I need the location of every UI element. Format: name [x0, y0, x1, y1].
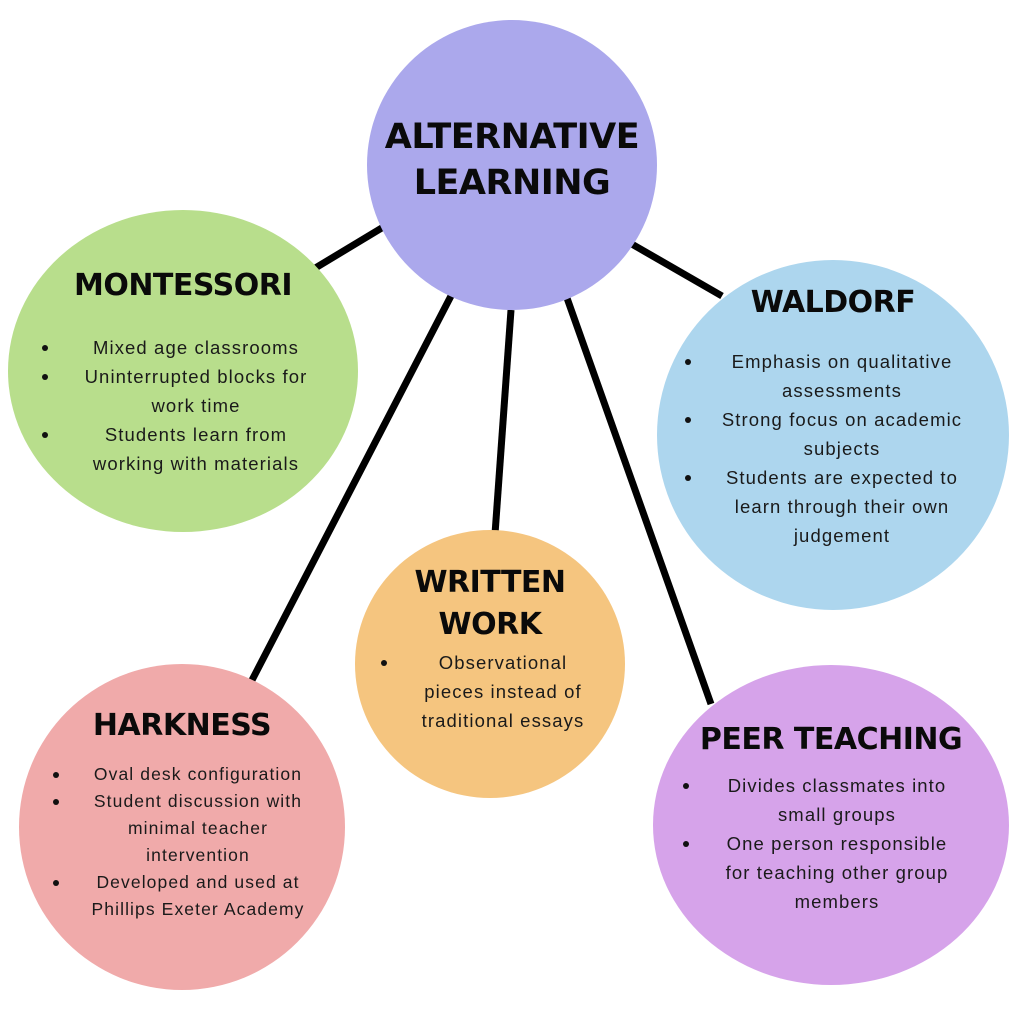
bullet-icon [53, 772, 59, 778]
harkness-bullet: Developed and used at Phillips Exeter Ac… [49, 869, 329, 923]
written-work-bullet: Observational pieces instead of traditio… [375, 648, 615, 735]
node-written-work: WRITTEN WORK Observational pieces instea… [355, 530, 625, 798]
written-work-title-line2: WORK [438, 607, 542, 642]
bullet-icon [53, 880, 59, 886]
bullet-icon [685, 359, 691, 365]
harkness-bullet-list: Oval desk configuration Student discussi… [49, 761, 329, 923]
bullet-icon [381, 660, 387, 666]
center-node-alternative-learning: ALTERNATIVE LEARNING [367, 20, 657, 310]
written-work-bullet-list: Observational pieces instead of traditio… [375, 648, 615, 735]
node-harkness: HARKNESS Oval desk configuration Student… [19, 664, 345, 990]
bullet-icon [683, 783, 689, 789]
node-peer-teaching: PEER TEACHING Divides classmates into sm… [653, 665, 1009, 985]
harkness-bullet: Student discussion with minimal teacher … [49, 788, 329, 869]
montessori-title: MONTESSORI [73, 268, 293, 303]
center-title-line2: LEARNING [413, 163, 611, 203]
peer-teaching-bullet-list: Divides classmates into small groups One… [677, 771, 977, 916]
bullet-icon [53, 799, 59, 805]
peer-teaching-bullet: One person responsible for teaching othe… [677, 829, 977, 916]
montessori-bullet: Uninterrupted blocks for work time [36, 362, 336, 420]
waldorf-title: WALDORF [750, 285, 916, 320]
connector-peer-teaching [563, 296, 715, 706]
connector-montessori [310, 220, 392, 273]
waldorf-bullet-list: Emphasis on qualitative assessments Stro… [681, 347, 981, 550]
written-work-title: WRITTEN WORK [355, 562, 625, 646]
center-title-line1: ALTERNATIVE [384, 117, 640, 157]
connector-written-work [491, 309, 515, 535]
node-waldorf: WALDORF Emphasis on qualitative assessme… [657, 260, 1009, 610]
bullet-icon [683, 841, 689, 847]
peer-teaching-bullet: Divides classmates into small groups [677, 771, 977, 829]
harkness-bullet: Oval desk configuration [49, 761, 329, 788]
waldorf-bullet: Emphasis on qualitative assessments [681, 347, 981, 405]
center-title: ALTERNATIVE LEARNING [367, 114, 657, 206]
peer-teaching-title: PEER TEACHING [699, 722, 963, 757]
connector-waldorf [628, 239, 724, 300]
montessori-bullet-list: Mixed age classrooms Uninterrupted block… [36, 333, 336, 478]
bullet-icon [42, 374, 48, 380]
written-work-title-line1: WRITTEN [414, 565, 566, 600]
waldorf-bullet: Strong focus on academic subjects [681, 405, 981, 463]
bullet-icon [685, 417, 691, 423]
montessori-bullet: Mixed age classrooms [36, 333, 336, 362]
bullet-icon [685, 475, 691, 481]
montessori-bullet: Students learn from working with materia… [36, 420, 336, 478]
waldorf-bullet: Students are expected to learn through t… [681, 463, 981, 550]
bullet-icon [42, 345, 48, 351]
harkness-title: HARKNESS [92, 708, 272, 743]
node-montessori: MONTESSORI Mixed age classrooms Uninterr… [8, 210, 358, 532]
connector-harkness [246, 292, 456, 686]
bullet-icon [42, 432, 48, 438]
